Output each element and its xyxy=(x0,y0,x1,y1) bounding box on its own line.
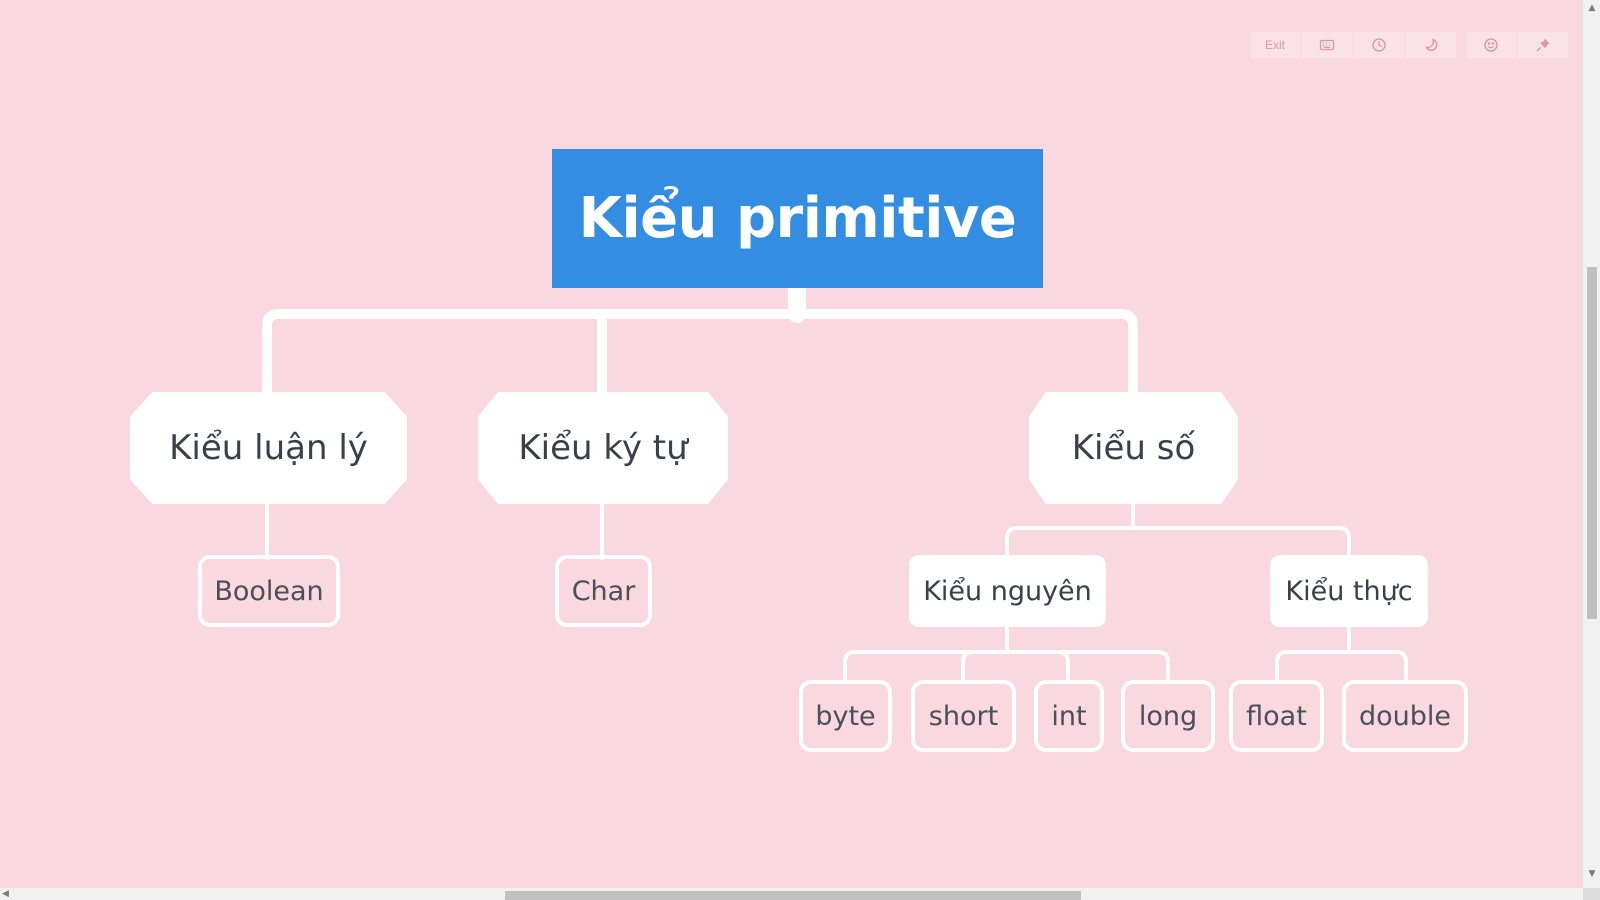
leaf-label: byte xyxy=(815,700,876,732)
leaf-label: double xyxy=(1358,700,1452,732)
leaf-short[interactable]: short xyxy=(911,680,1016,752)
exit-label: Exit xyxy=(1264,38,1285,52)
main-topic-label: Kiểu số xyxy=(1071,428,1196,468)
smiley-icon xyxy=(1484,38,1498,52)
clock-icon xyxy=(1372,38,1386,52)
subtopic-label: Kiểu thực xyxy=(1285,575,1413,607)
toolbar-spacer xyxy=(1458,32,1464,58)
subtopic-label: Boolean xyxy=(214,575,324,607)
horizontal-scrollbar-thumb[interactable] xyxy=(505,891,1081,900)
subtopic-real[interactable]: Kiểu thực xyxy=(1270,555,1428,627)
main-topic-character[interactable]: Kiểu ký tự xyxy=(478,392,728,504)
toolbar-group-main: Exit xyxy=(1250,32,1456,58)
subtopic-label: Kiểu nguyên xyxy=(923,575,1092,607)
subtopic-char[interactable]: Char xyxy=(555,555,652,627)
scroll-down-arrow-icon[interactable]: ▼ xyxy=(1588,869,1596,879)
leaf-long[interactable]: long xyxy=(1121,680,1215,752)
scrollbar-corner xyxy=(1583,888,1600,900)
moon-icon xyxy=(1425,38,1438,51)
keyboard-icon xyxy=(1319,39,1335,51)
dark-mode-button[interactable] xyxy=(1406,32,1456,58)
pin-icon xyxy=(1536,38,1550,52)
subtopic-label: Char xyxy=(571,575,636,607)
pin-button[interactable] xyxy=(1518,32,1568,58)
timer-button[interactable] xyxy=(1354,32,1404,58)
central-topic-label: Kiểu primitive xyxy=(578,186,1017,251)
leaf-label: float xyxy=(1246,700,1307,732)
main-topic-label: Kiểu ký tự xyxy=(518,428,688,468)
emoji-button[interactable] xyxy=(1466,32,1516,58)
leaf-double[interactable]: double xyxy=(1342,680,1468,752)
main-topic-logical[interactable]: Kiểu luận lý xyxy=(130,392,407,504)
main-topic-numeric[interactable]: Kiểu số xyxy=(1029,392,1238,504)
exit-button[interactable]: Exit xyxy=(1250,32,1300,58)
main-topic-label: Kiểu luận lý xyxy=(169,428,368,468)
scroll-up-arrow-icon[interactable]: ▲ xyxy=(1588,3,1596,13)
scroll-left-arrow-icon[interactable]: ◀ xyxy=(2,889,9,899)
toolbar-group-secondary xyxy=(1466,32,1568,58)
subtopic-boolean[interactable]: Boolean xyxy=(198,555,340,627)
leaf-float[interactable]: float xyxy=(1229,680,1324,752)
subtopic-integer[interactable]: Kiểu nguyên xyxy=(909,555,1106,627)
leaf-label: short xyxy=(928,700,999,732)
keyboard-button[interactable] xyxy=(1302,32,1352,58)
leaf-byte[interactable]: byte xyxy=(799,680,892,752)
leaf-int[interactable]: int xyxy=(1034,680,1104,752)
leaf-label: long xyxy=(1138,700,1198,732)
leaf-label: int xyxy=(1051,700,1087,732)
central-topic[interactable]: Kiểu primitive xyxy=(552,149,1043,288)
vertical-scrollbar-thumb[interactable] xyxy=(1587,267,1597,619)
presentation-toolbar: Exit xyxy=(1250,32,1568,58)
